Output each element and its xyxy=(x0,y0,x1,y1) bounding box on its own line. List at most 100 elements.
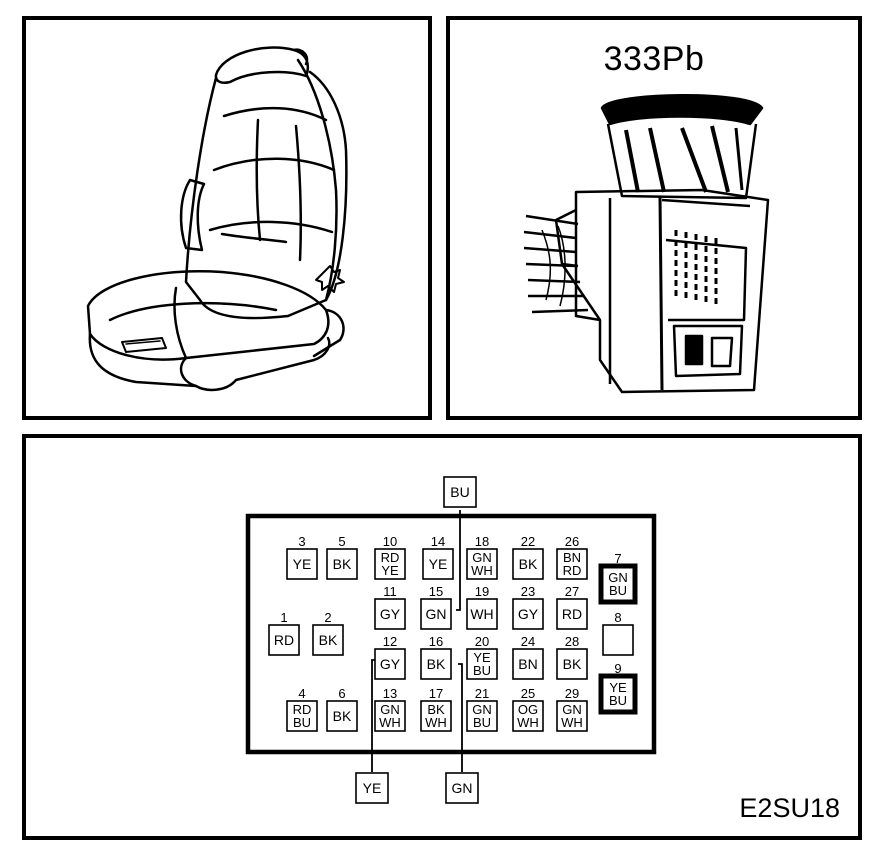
pin-number: 28 xyxy=(565,634,579,649)
pin-number: 13 xyxy=(383,686,397,701)
pin-5-box xyxy=(326,548,358,580)
wire-ye-tag: YE xyxy=(355,772,389,804)
connector-face-outline xyxy=(245,513,657,755)
pin-number: 8 xyxy=(614,610,621,625)
pin-color-code: GN xyxy=(562,702,582,717)
wire-gn-label: GN xyxy=(452,780,473,796)
pin-3: 3YE xyxy=(286,534,318,580)
pin-number: 6 xyxy=(338,686,345,701)
pin-number: 10 xyxy=(383,534,397,549)
pin-color-code: GN xyxy=(472,702,492,717)
pin-color-code: YE xyxy=(609,680,627,695)
pin-color-code: BK xyxy=(319,632,338,648)
pin-number: 2 xyxy=(324,610,331,625)
pin-11-box xyxy=(374,598,406,630)
pin-color-code: GN xyxy=(380,702,400,717)
pin-18-box xyxy=(466,548,498,580)
wire-gn-tag-box xyxy=(445,772,479,804)
pin-color-code: BK xyxy=(563,656,582,672)
pin-6: 6BK xyxy=(326,686,358,732)
pin-26-box xyxy=(556,548,588,580)
pin-1-box xyxy=(268,624,300,656)
pin-color-code: WH xyxy=(379,715,401,730)
pin-20-box xyxy=(466,648,498,680)
pin-12-box xyxy=(374,648,406,680)
pin-13-box xyxy=(374,700,406,732)
pin-4-box xyxy=(286,700,318,732)
figure-code: E2SU18 xyxy=(739,793,840,823)
pin-21-box xyxy=(466,700,498,732)
pin-color-code: YE xyxy=(473,650,491,665)
pin-16-box xyxy=(420,648,452,680)
pin-14-box xyxy=(422,548,454,580)
pin-number: 25 xyxy=(521,686,535,701)
wire-bu-tag-box xyxy=(443,476,477,508)
connector-illustration-panel: 333Pb xyxy=(446,16,862,420)
pin-8-box xyxy=(602,624,634,656)
pin-number: 18 xyxy=(475,534,489,549)
pin-number: 22 xyxy=(521,534,535,549)
pin-color-code: GY xyxy=(518,606,539,622)
seat-illustration xyxy=(86,46,348,392)
seat-illustration-panel xyxy=(22,16,432,420)
wire-bu-tag: BU xyxy=(443,476,477,508)
connector-title: 333Pb xyxy=(603,40,705,78)
pin-1: 1RD xyxy=(268,610,300,656)
pin-number: 23 xyxy=(521,584,535,599)
pin-24-box xyxy=(512,648,544,680)
pin-color-code: YE xyxy=(381,563,399,578)
pin-22-box xyxy=(512,548,544,580)
pin-number: 26 xyxy=(565,534,579,549)
pin-color-code: BK xyxy=(333,556,352,572)
pin-color-code: BU xyxy=(609,693,627,708)
pin-color-code: RD xyxy=(562,606,582,622)
external-wire-tags: BU YE GN xyxy=(355,476,479,804)
pin-number: 5 xyxy=(338,534,345,549)
wire-bu-label: BU xyxy=(450,484,469,500)
pin-color-code: GN xyxy=(472,550,492,565)
pin-color-code: YE xyxy=(429,556,448,572)
pin-number: 16 xyxy=(429,634,443,649)
pin-3-box xyxy=(286,548,318,580)
pin-color-code: WH xyxy=(517,715,539,730)
pin-color-code: RD xyxy=(293,702,312,717)
pin-number: 20 xyxy=(475,634,489,649)
pin-28-box xyxy=(556,648,588,680)
pin-color-code: YE xyxy=(293,556,312,572)
connector-illustration xyxy=(523,94,770,394)
wire-bu-route xyxy=(456,510,461,611)
pin-29-box xyxy=(556,700,588,732)
pin-grid: 3YE5BK10RDYE14YE18GNWH22BK26BNRD7GNBU11G… xyxy=(268,534,638,732)
pin-color-code: RD xyxy=(563,563,582,578)
pin-5: 5BK xyxy=(326,534,358,580)
pin-color-code: RD xyxy=(381,550,400,565)
pin-color-code: BK xyxy=(427,702,445,717)
pin-color-code: BK xyxy=(519,556,538,572)
pin-27-box xyxy=(556,598,588,630)
pin-6-box xyxy=(326,700,358,732)
pin-color-code: BU xyxy=(609,583,627,598)
pin-17-box xyxy=(420,700,452,732)
pin-number: 3 xyxy=(298,534,305,549)
wire-ye-tag-box xyxy=(355,772,389,804)
pin-number: 7 xyxy=(614,551,621,566)
